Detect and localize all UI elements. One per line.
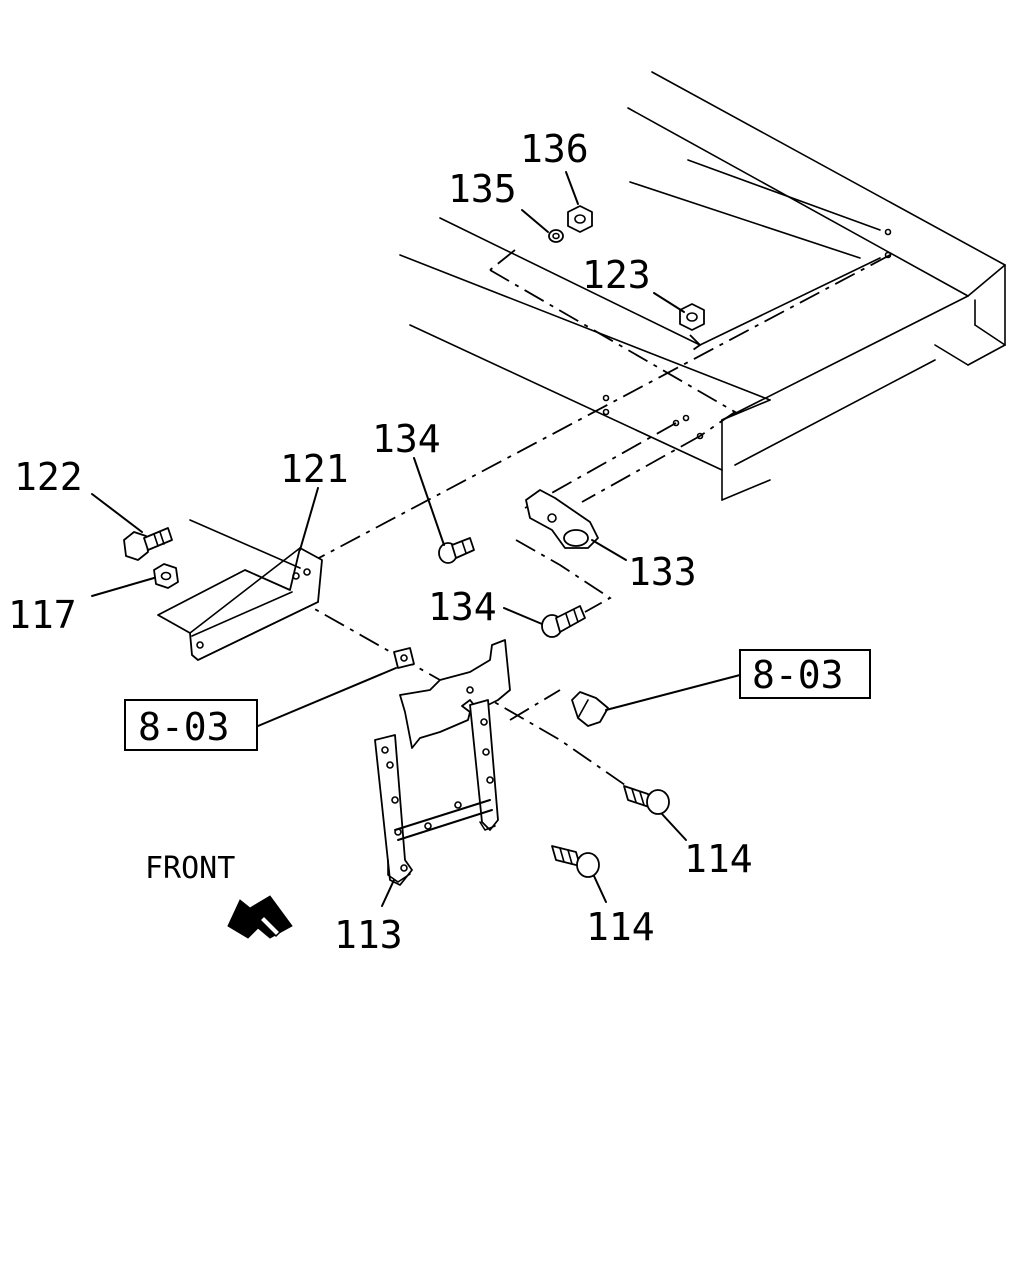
bracket-121: [157, 519, 323, 661]
tow-hook-133: [525, 489, 599, 549]
nut-117: [153, 563, 179, 589]
clip-right: [571, 691, 609, 727]
nut-136: [567, 205, 593, 233]
front-label: FRONT: [145, 851, 235, 886]
nut-123: [679, 303, 705, 331]
washer-135: [548, 229, 564, 243]
callout-134-upper: 134: [372, 417, 441, 461]
callout-133: 133: [628, 550, 697, 594]
bracket-113: [374, 639, 511, 886]
frame-rail: [399, 71, 1006, 501]
front-indicator: FRONT: [145, 851, 293, 939]
assembly-centerlines: [289, 249, 891, 786]
bolt-134-lower: [541, 605, 586, 638]
ref-label-left[interactable]: 8-03: [138, 705, 230, 749]
bolt-134-upper: [438, 537, 475, 564]
arrow-left-down-icon: [227, 895, 293, 939]
callout-135: 135: [448, 167, 517, 211]
ref-label-right[interactable]: 8-03: [752, 653, 844, 697]
callout-114-upper: 114: [684, 837, 753, 881]
clip-left: [393, 647, 415, 669]
callout-123: 123: [582, 253, 651, 297]
ref-box-left[interactable]: 8-03: [124, 699, 258, 751]
leader-lines: [91, 171, 741, 907]
bolt-122: [123, 527, 173, 561]
bolt-114-upper: [623, 785, 670, 815]
callout-121: 121: [280, 447, 349, 491]
callout-134-lower: 134: [428, 585, 497, 629]
ref-box-right[interactable]: 8-03: [739, 649, 871, 699]
callout-113: 113: [334, 913, 403, 957]
callout-122: 122: [14, 455, 83, 499]
callout-136: 136: [520, 127, 589, 171]
callout-114-lower: 114: [586, 905, 655, 949]
callout-117: 117: [8, 593, 77, 637]
callout-labels: 136 135 123 134 121 122 133 134 117 114 …: [8, 127, 753, 957]
bolt-114-lower: [551, 845, 600, 878]
